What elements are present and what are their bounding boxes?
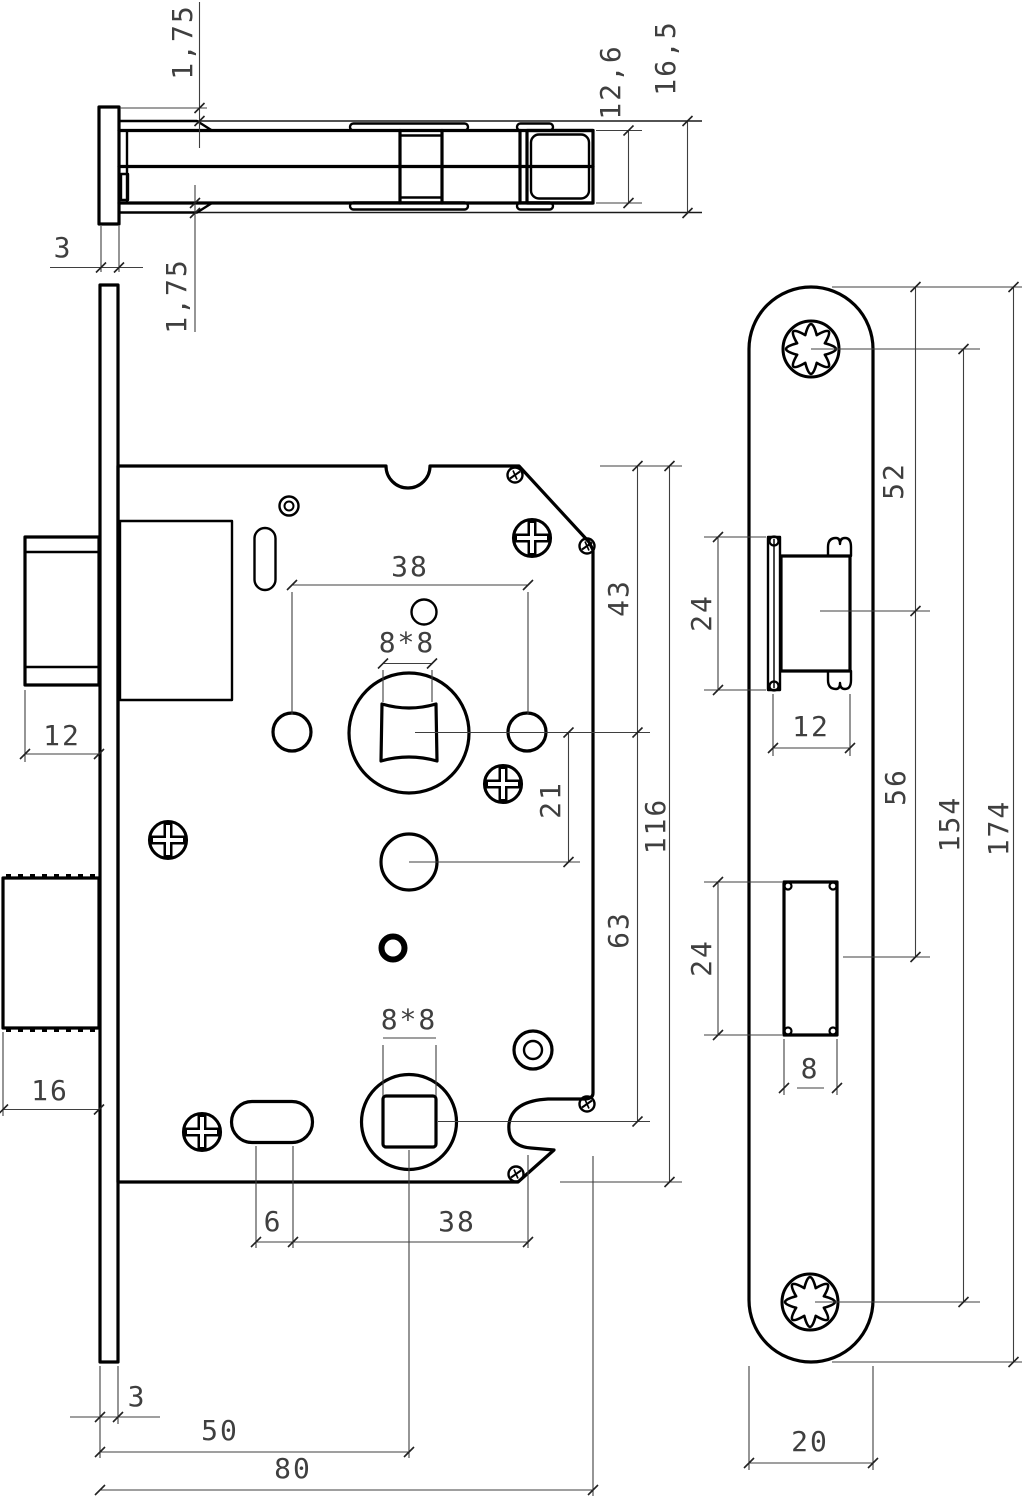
pin-hole xyxy=(410,598,438,626)
dim-outer-height: 16,5 xyxy=(649,20,682,95)
dim-case-depth: 80 xyxy=(274,1452,312,1485)
dim-lip-top: 1,75 xyxy=(166,4,199,79)
dim-spindle-to-lower: 63 xyxy=(602,911,635,949)
deadbolt xyxy=(1,876,101,1030)
dim-lip-bottom: 1,75 xyxy=(160,258,193,333)
guide-ring-inner xyxy=(522,1039,544,1061)
faceplate-endcap xyxy=(97,105,121,226)
dim-plate-width: 20 xyxy=(791,1425,829,1458)
dim-top-to-spindle: 43 xyxy=(602,579,635,617)
bolt-cutout-corner xyxy=(783,881,793,891)
dim-bolt-cutout-h: 24 xyxy=(685,939,718,977)
adjust-slot xyxy=(253,526,277,592)
pivot-hole xyxy=(378,933,408,963)
bottom-slot xyxy=(229,1099,315,1145)
dim-backset: 50 xyxy=(201,1414,239,1447)
dim-square-bottom: 8*8 xyxy=(381,1003,438,1036)
dim-case-height: 116 xyxy=(639,798,672,855)
dim-plate-height: 174 xyxy=(982,800,1015,857)
slot-knob-bottom xyxy=(768,680,780,692)
bolt-cutout-corner xyxy=(828,1026,838,1036)
phillips-screw-icon xyxy=(150,822,187,859)
handle-screw-hole-left xyxy=(271,711,313,753)
dim-latch-cutout-h: 24 xyxy=(685,594,718,632)
dim-slot-offset: 6 xyxy=(264,1205,283,1238)
bottom-lip xyxy=(117,201,214,214)
rivet-ring-outer xyxy=(278,495,300,517)
dim-square-top: 8*8 xyxy=(379,626,436,659)
spindle-square-hole xyxy=(379,702,439,763)
faceplate-front-view xyxy=(747,285,875,1364)
phillips-screw-icon xyxy=(184,1114,221,1151)
dim-bolt-width: 16 xyxy=(31,1074,69,1107)
end-cap-inner xyxy=(529,133,591,200)
dim-bolt-cutout-w: 8 xyxy=(801,1052,820,1085)
bolt-cutout-corner xyxy=(828,881,838,891)
dim-screw-spacing: 154 xyxy=(933,796,966,853)
rivet-ring-inner xyxy=(283,500,295,512)
bolt-cutout-corner xyxy=(783,1026,793,1036)
phillips-screw-icon xyxy=(514,520,551,557)
dim-top-to-latch: 52 xyxy=(877,462,910,500)
bolt-cutout xyxy=(782,880,839,1037)
phillips-screw-icon xyxy=(485,766,522,803)
dim-cap-thickness: 3 xyxy=(54,231,73,264)
top-lip xyxy=(117,119,214,132)
end-cap-block xyxy=(525,128,595,205)
latch-bolt xyxy=(23,535,101,687)
faceplate-outline xyxy=(747,285,875,1364)
corner-screw-icon xyxy=(507,1165,525,1183)
slot-knob-top xyxy=(768,535,780,547)
guide-tab-top xyxy=(348,122,470,132)
front-view-lock-case xyxy=(1,283,596,1364)
guide-ring-outer xyxy=(512,1029,554,1071)
corner-screw-icon xyxy=(506,466,524,484)
dim-latch-to-bolt: 56 xyxy=(879,768,912,806)
faceplate-edge xyxy=(98,283,120,1364)
latch-cutout-ears-bottom xyxy=(826,669,853,691)
dim-inner-height: 12,6 xyxy=(594,44,627,119)
latch-cutout-main xyxy=(779,554,852,673)
spring-clip xyxy=(119,172,130,202)
dim-handle-spacing: 38 xyxy=(391,550,429,583)
top-view-latch-assembly xyxy=(97,105,702,226)
dim-latch-width: 12 xyxy=(43,719,81,752)
dimension-labels: 1,75 3 1,75 12,6 16,5 38 8*8 43 21 116 6… xyxy=(31,4,1015,1485)
dim-spindle-to-cylinder: 21 xyxy=(534,781,567,819)
lock-case-outline xyxy=(116,464,595,1184)
wc-square-hole xyxy=(381,1094,438,1149)
dim-plate-thickness: 3 xyxy=(128,1380,147,1413)
latch-cutout-ears-top xyxy=(826,536,853,558)
guide-tab-bottom xyxy=(348,201,470,211)
dim-latch-cutout-w: 12 xyxy=(792,710,830,743)
dim-lower-spacing: 38 xyxy=(438,1205,476,1238)
latch-housing xyxy=(118,519,234,702)
